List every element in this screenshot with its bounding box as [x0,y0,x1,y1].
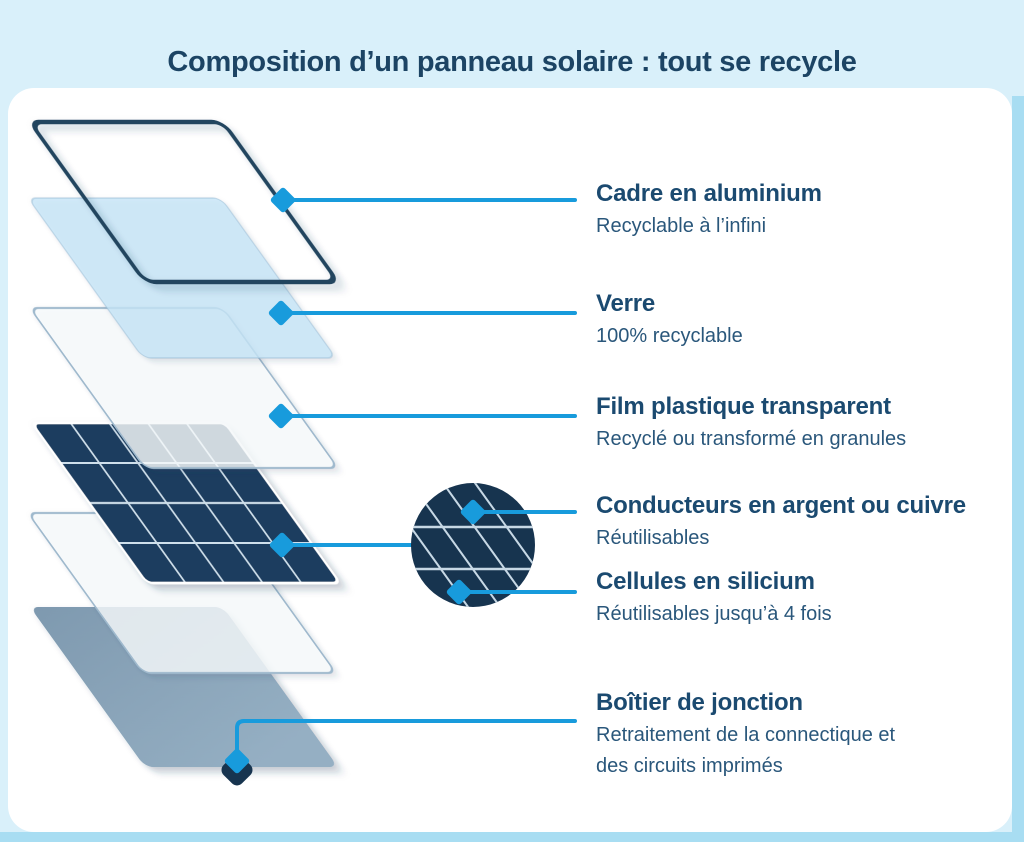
background-band-right [1012,96,1024,842]
label-conducteurs: Conducteurs en argent ou cuivre Réutilis… [596,492,1016,554]
background-band-bottom [0,832,1024,842]
label-title: Cadre en aluminium [596,180,822,207]
label-subtitle: Recyclable à l’infini [596,215,767,237]
label-subtitle: Réutilisables jusqu’à 4 fois [596,603,832,625]
label-film-plastique: Film plastique transparent Recyclé ou tr… [596,393,1016,455]
connector-diamond-icon-verre [268,300,294,326]
magnifier-cell-lines [411,483,535,607]
label-boitier-jonction: Boîtier de jonction Retraitement de la c… [596,689,1016,782]
label-title: Film plastique transparent [596,393,891,420]
label-subtitle: Recyclé ou transformé en granules [596,428,907,450]
connector-diamond-icon-cellules-zoom [269,532,295,558]
label-cadre-aluminium: Cadre en aluminium Recyclable à l’infini [596,180,1016,242]
connector-diamond-icon-film [268,403,294,429]
connector-diamond-icon-cellules [446,579,472,605]
connector-diamond-icon-boitier [224,748,250,774]
label-subtitle: des circuits imprimés [596,755,783,777]
connector-diamond-icon-conducteurs [460,499,486,525]
label-cellules-silicium: Cellules en silicium Réutilisables jusqu… [596,568,1016,630]
label-subtitle: 100% recyclable [596,325,743,347]
connector-diamond-icon-cadre [270,187,296,213]
label-subtitle: Retraitement de la connectique et [596,724,896,746]
label-subtitle: Réutilisables [596,527,710,549]
layer-verre [30,197,333,359]
label-title: Cellules en silicium [596,568,815,595]
layer-face-arriere [33,607,335,767]
label-title: Verre [596,290,656,317]
connector-line-boitier [235,719,577,755]
label-title: Conducteurs en argent ou cuivre [596,492,966,519]
label-verre: Verre 100% recyclable [596,290,1016,352]
page-title: Composition d’un panneau solaire : tout … [167,46,857,79]
label-title: Boîtier de jonction [596,689,803,716]
magnifier-row-lines [411,525,535,571]
